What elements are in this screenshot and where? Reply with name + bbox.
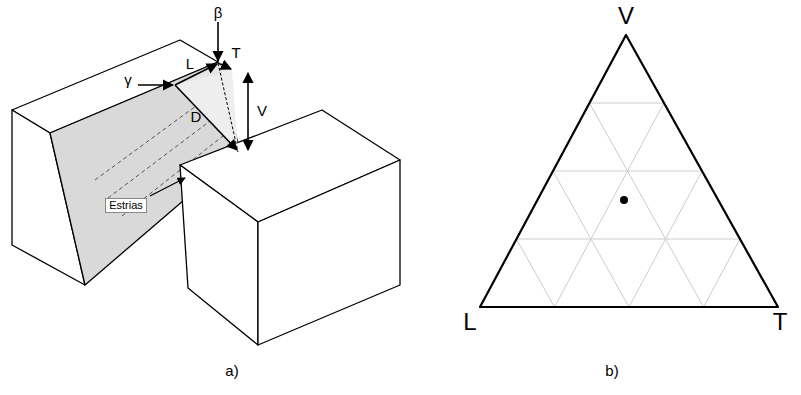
vertex-label: V [618,4,634,28]
fault-block-right [180,110,400,345]
vector-label: D [191,109,202,124]
grid-line [555,103,665,307]
ternary-triangle [480,35,778,307]
callout-label: Estrias [105,198,147,213]
grid-line [590,103,665,104]
slip-vectors [138,22,248,196]
data-point [620,196,628,204]
vector-label: V [257,103,267,118]
ternary-grid [517,103,741,307]
panel-label: a) [225,363,238,378]
vector-label: L [186,56,194,71]
vector-label: T [231,45,240,60]
vector-label: β [214,5,223,20]
vertex-label: T [773,310,788,334]
vector-label: γ [124,72,132,87]
grid-line [704,239,741,307]
grid-line [517,239,555,307]
grid-line [517,239,741,240]
vertex-label: L [463,310,476,334]
panel-label: b) [605,363,618,378]
grid-line [590,103,704,307]
